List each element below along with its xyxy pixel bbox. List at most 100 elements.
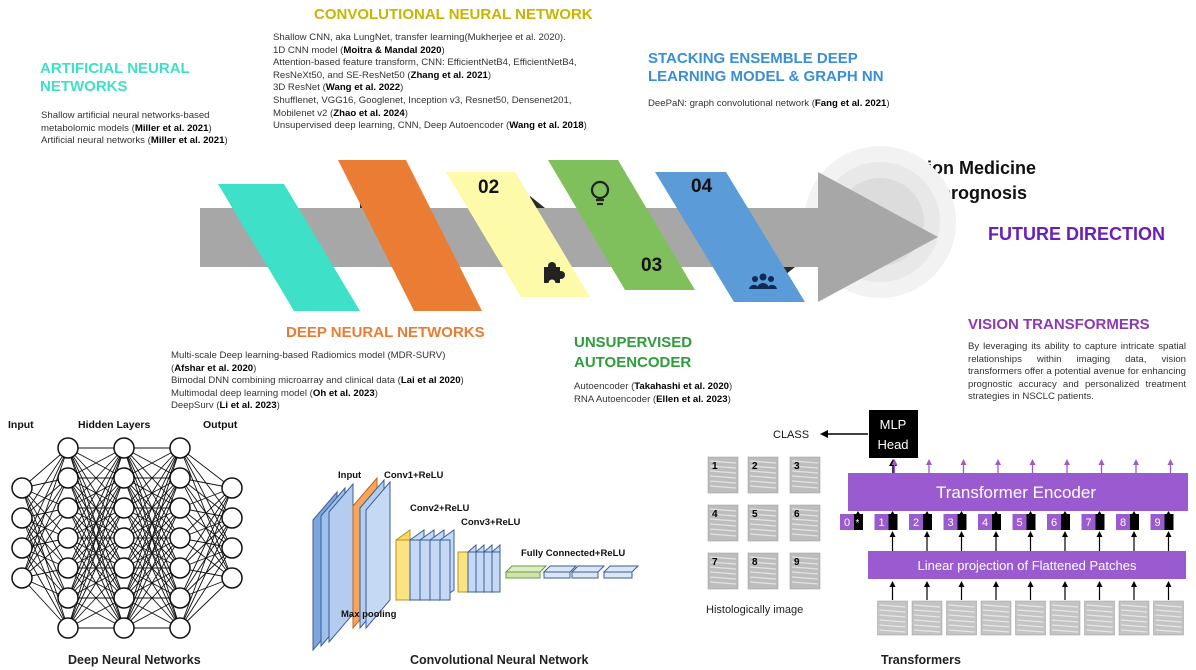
nn-connection — [21, 577, 69, 629]
reference-citation: Oh et al. 2023 — [312, 387, 375, 399]
reference-text: ) — [583, 120, 587, 132]
encoder-output-arrowhead — [926, 459, 932, 465]
number-04: 04 — [691, 176, 713, 197]
reference-text: ) — [487, 69, 492, 81]
patch-texture — [791, 533, 819, 537]
token-arrowhead — [993, 511, 999, 516]
token-arrowhead — [889, 511, 896, 516]
flattened-patch-texture — [1120, 609, 1148, 613]
reference-text: 3D ResNet ( — [273, 82, 326, 94]
patch-arrowhead — [1131, 581, 1137, 587]
patch-texture — [791, 475, 819, 479]
nn-neuron — [113, 617, 135, 639]
reference-text: ResNeXt50, and SE-ResNet50 ( — [273, 69, 411, 81]
class-label: CLASS — [773, 429, 809, 441]
cls-token-marker: * — [856, 518, 860, 529]
reference-citation: Takahashi et al. 2020 — [634, 381, 730, 392]
patch-texture — [749, 465, 777, 469]
patch-texture — [791, 460, 819, 464]
token-number: 2 — [913, 517, 919, 529]
patch-texture — [749, 581, 777, 585]
patch-number: 9 — [794, 557, 800, 568]
band-ann — [218, 184, 360, 311]
patch-texture — [709, 571, 737, 575]
flattened-patch-texture — [913, 629, 941, 633]
patch-arrowhead — [889, 581, 896, 587]
reference-citation: Miller et al. 2021 — [150, 135, 225, 147]
flattened-patch-texture — [1155, 614, 1182, 618]
vit-description: By leveraging its ability to capture int… — [968, 341, 1186, 403]
token-position-box — [1047, 514, 1061, 530]
patch-texture — [749, 523, 777, 527]
flattened-patch-texture — [948, 624, 975, 628]
mlp-head-label: Head — [877, 437, 908, 452]
reference-text: Shallow artificial neural networks-based — [41, 110, 210, 121]
encoder-output-arrowhead — [891, 459, 898, 465]
encoder-output-arrowhead — [995, 459, 1001, 465]
nn-neuron — [169, 437, 191, 459]
nn-neuron — [57, 587, 79, 609]
patch-texture — [749, 460, 777, 464]
flattened-patch-texture — [982, 629, 1010, 633]
flattened-patch-texture — [913, 609, 941, 613]
token-number: 6 — [1051, 517, 1057, 529]
nn-neuron — [169, 557, 191, 579]
token-position-box — [1116, 514, 1130, 530]
token-number: 7 — [1086, 517, 1092, 529]
nn-connection — [21, 477, 69, 579]
token-embedding-box — [1164, 514, 1174, 530]
token-embedding-box — [1061, 514, 1070, 530]
projection-arrowhead — [958, 531, 965, 537]
nn-connection — [21, 507, 69, 579]
cnn-caption: Convolutional Neural Network — [410, 653, 589, 667]
token-number: 9 — [1155, 517, 1161, 529]
reference-line: 3D ResNet (Wang et al. 2022) — [273, 82, 618, 95]
token-arrowhead — [1131, 511, 1137, 516]
flattened-patch-texture — [1051, 624, 1079, 628]
patch-texture — [709, 470, 737, 474]
transformer-caption: Transformers — [881, 653, 961, 667]
reference-line: Multimodal deep learning model (Oh et al… — [171, 388, 531, 401]
cnn-maxpool-label: Max pooling — [341, 609, 397, 620]
token-position-box — [909, 514, 923, 530]
reference-line: metabolomic models (Miller et al. 2021) — [41, 123, 251, 136]
patch-arrowhead — [958, 581, 965, 587]
nn-neuron — [113, 437, 135, 459]
flattened-patch-texture — [948, 629, 975, 633]
flattened-patch-texture — [1017, 604, 1044, 608]
patch-texture — [791, 470, 819, 474]
reference-line: Shufflenet, VGG16, Googlenet, Inception … — [273, 95, 618, 108]
flattened-patch-texture — [948, 614, 975, 618]
nn-connection — [123, 567, 181, 629]
nn-neuron — [11, 567, 33, 589]
cnn-conv2-label: Conv2+ReLU — [410, 503, 470, 514]
flattened-patch-texture — [1017, 624, 1044, 628]
reference-line: Unsupervised deep learning, CNN, Deep Au… — [273, 120, 618, 133]
patch-number: 3 — [794, 461, 800, 472]
reference-text: 1D CNN model ( — [273, 44, 344, 56]
reference-citation: Afshar et al. 2020 — [174, 362, 254, 374]
nn-neuron — [11, 537, 33, 559]
flattened-patch-texture — [879, 619, 906, 623]
cnn-diagram — [312, 476, 640, 652]
patch-texture — [749, 576, 777, 580]
patch-arrowhead — [1027, 581, 1034, 587]
nn-connection — [123, 447, 181, 539]
patch-texture — [709, 480, 737, 484]
flattened-patch-texture — [1017, 614, 1044, 618]
token-arrowhead — [958, 511, 965, 516]
nn-neuron — [169, 617, 191, 639]
reference-text: Bimodal DNN combining microarray and cli… — [171, 375, 401, 387]
patch-texture — [709, 581, 737, 585]
patch-texture — [791, 513, 819, 517]
reference-text: DeepSurv ( — [171, 400, 220, 412]
patch-texture — [709, 513, 737, 517]
token-embedding-box — [1130, 514, 1139, 530]
nn-connection — [123, 447, 181, 509]
encoder-output-arrows — [891, 459, 1174, 473]
patch-texture — [791, 561, 819, 565]
patch-arrowhead — [1096, 581, 1103, 587]
encoder-output-arrowhead — [1167, 459, 1174, 465]
